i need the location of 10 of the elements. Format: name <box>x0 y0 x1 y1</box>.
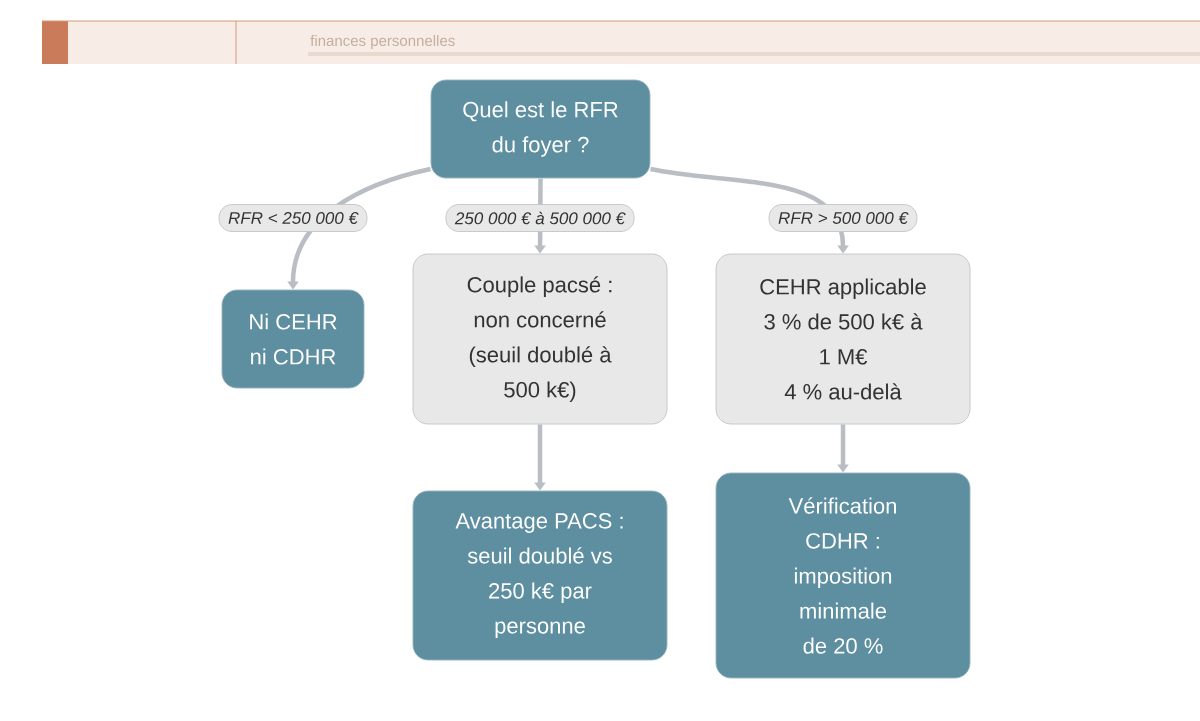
edge-label: RFR > 500 000 € <box>768 204 918 232</box>
condition-box: CEHR applicable 3 % de 500 k€ à 1 M€ 4 % au-delà <box>715 253 971 425</box>
edge-label: 250 000 € à 500 000 € <box>445 204 635 232</box>
outcome-box: Ni CEHR ni CDHR <box>221 289 365 389</box>
outcome-box: Vérification CDHR : imposition minimale de 20 % <box>715 472 971 679</box>
question-box: Quel est le RFR du foyer ? <box>430 79 651 179</box>
category-label: finances personnelles <box>310 35 455 49</box>
condition-box: Couple pacsé : non concerné (seuil doublé à 500 k€) <box>412 253 668 425</box>
outcome-box: Avantage PACS : seuil doublé vs 250 k€ par personne <box>412 490 668 661</box>
edge-label: RFR < 250 000 € <box>218 204 368 232</box>
